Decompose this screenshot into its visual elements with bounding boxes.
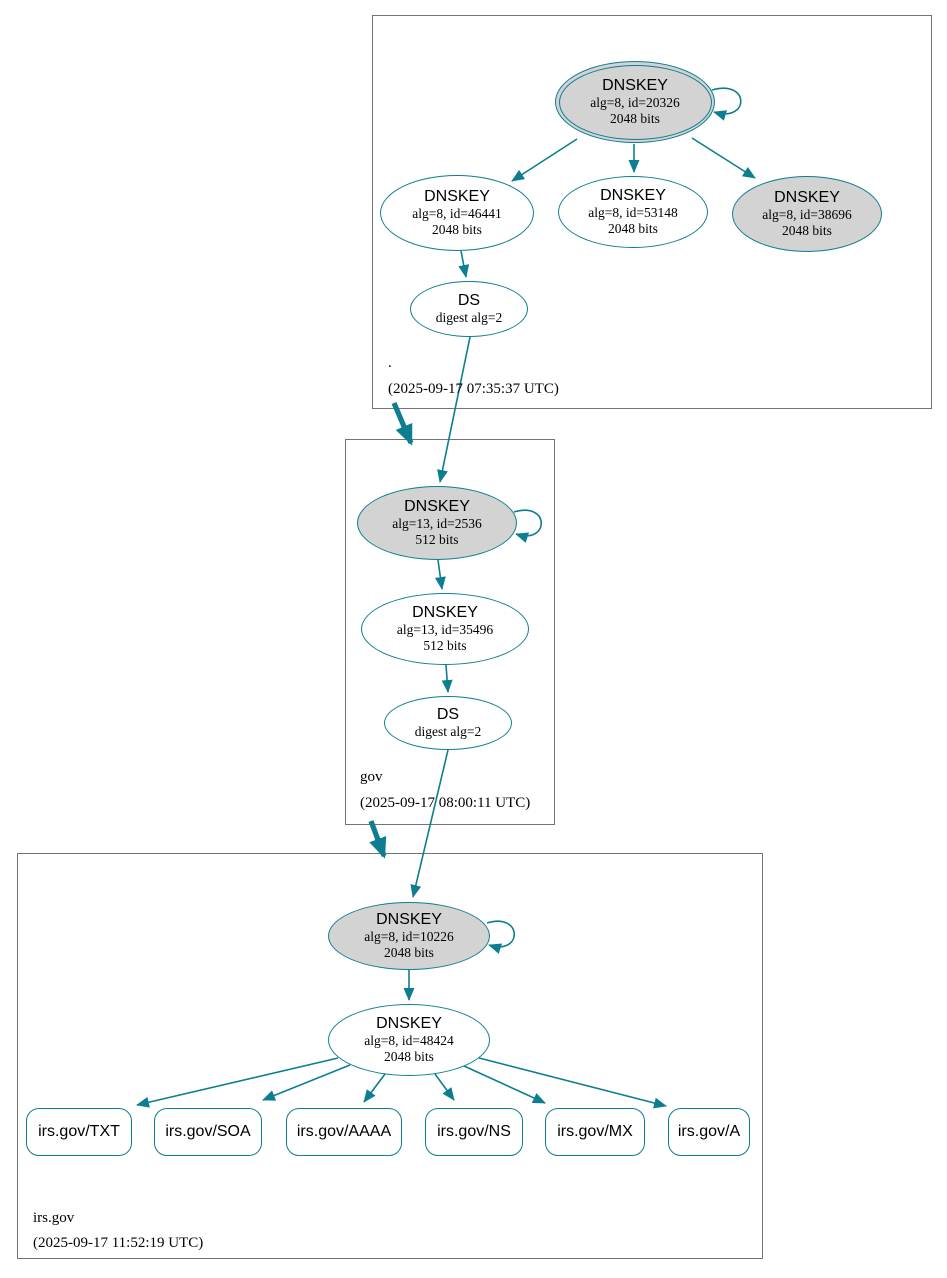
rrset-irs-gov-soa[interactable]: irs.gov/SOA — [154, 1108, 262, 1156]
gov-zone-label: gov — [360, 769, 383, 785]
node-type: DNSKEY — [412, 603, 478, 621]
node-alg-id: alg=8, id=38696 — [762, 207, 852, 223]
node-alg-id: alg=13, id=2536 — [392, 516, 482, 532]
node-alg-id: alg=8, id=48424 — [364, 1033, 454, 1049]
root-ksk-dnskey-node[interactable]: DNSKEY alg=8, id=20326 2048 bits — [555, 61, 715, 143]
node-bits: 512 bits — [423, 638, 467, 654]
root-dnskey-38696-node[interactable]: DNSKEY alg=8, id=38696 2048 bits — [732, 176, 882, 252]
edge-delegation-gov-to-irs — [368, 820, 387, 859]
node-alg-id: alg=8, id=53148 — [588, 205, 678, 221]
rrset-irs-gov-ns[interactable]: irs.gov/NS — [425, 1108, 523, 1156]
root-zone-timestamp: (2025-09-17 07:35:37 UTC) — [388, 381, 559, 397]
node-bits: 2048 bits — [384, 1049, 434, 1065]
root-dnskey-53148-node[interactable]: DNSKEY alg=8, id=53148 2048 bits — [558, 176, 708, 248]
root-zsk-dnskey-node[interactable]: DNSKEY alg=8, id=46441 2048 bits — [380, 175, 534, 251]
node-type: DS — [457, 291, 481, 309]
rrset-irs-gov-a[interactable]: irs.gov/A — [668, 1108, 750, 1156]
node-digest: digest alg=2 — [414, 724, 482, 740]
node-bits: 2048 bits — [608, 221, 658, 237]
node-bits: 2048 bits — [432, 222, 482, 238]
rrset-irs-gov-txt[interactable]: irs.gov/TXT — [26, 1108, 132, 1156]
node-type: DS — [436, 705, 460, 723]
node-type: DNSKEY — [404, 497, 470, 515]
node-bits: 2048 bits — [782, 223, 832, 239]
node-type: DNSKEY — [774, 188, 840, 206]
irs-zone-label: irs.gov — [33, 1210, 75, 1226]
gov-zone-timestamp: (2025-09-17 08:00:11 UTC) — [360, 795, 531, 811]
gov-ds-node[interactable]: DS digest alg=2 — [384, 696, 512, 750]
irs-zone-timestamp: (2025-09-17 11:52:19 UTC) — [33, 1235, 204, 1251]
node-alg-id: alg=13, id=35496 — [396, 622, 494, 638]
ksk-double-ring — [558, 64, 712, 140]
node-type: DNSKEY — [424, 187, 490, 205]
root-zone-label: . — [388, 355, 392, 371]
node-type: DNSKEY — [376, 910, 442, 928]
node-bits: 2048 bits — [384, 945, 434, 961]
node-type: DNSKEY — [600, 186, 666, 204]
rrset-irs-gov-mx[interactable]: irs.gov/MX — [545, 1108, 645, 1156]
gov-zsk-dnskey-node[interactable]: DNSKEY alg=13, id=35496 512 bits — [361, 593, 529, 665]
node-digest: digest alg=2 — [435, 310, 503, 326]
rrset-irs-gov-aaaa[interactable]: irs.gov/AAAA — [286, 1108, 402, 1156]
node-alg-id: alg=8, id=46441 — [412, 206, 502, 222]
node-type: DNSKEY — [376, 1014, 442, 1032]
edge-delegation-root-to-gov — [391, 401, 414, 446]
irs-ksk-dnskey-node[interactable]: DNSKEY alg=8, id=10226 2048 bits — [328, 902, 490, 970]
irs-zsk-dnskey-node[interactable]: DNSKEY alg=8, id=48424 2048 bits — [328, 1004, 490, 1076]
node-bits: 512 bits — [415, 532, 459, 548]
node-alg-id: alg=8, id=10226 — [364, 929, 454, 945]
gov-ksk-dnskey-node[interactable]: DNSKEY alg=13, id=2536 512 bits — [357, 486, 517, 560]
root-ds-node[interactable]: DS digest alg=2 — [410, 281, 528, 337]
